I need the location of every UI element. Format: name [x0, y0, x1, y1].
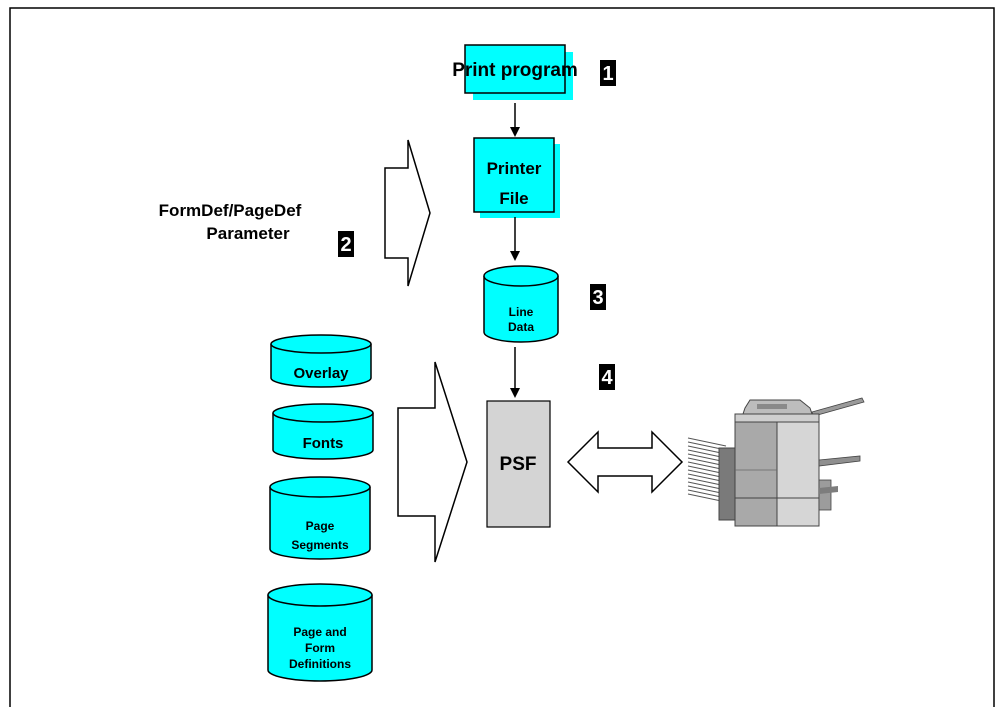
formdef-label-line2: Parameter — [206, 224, 290, 243]
step-1-number: 1 — [602, 63, 613, 85]
line-data-label-line2: Data — [508, 320, 534, 334]
page-form-label-line3: Definitions — [289, 657, 351, 671]
page-segments-cylinder: Page Segments — [269, 476, 371, 560]
step-1-badge: 1 — [600, 60, 616, 86]
page-form-definitions-cylinder: Page and Form Definitions — [267, 583, 373, 682]
psf-box: PSF — [486, 400, 551, 528]
step-4-number: 4 — [601, 367, 613, 389]
resources-outline-arrow — [397, 361, 468, 563]
fonts-label: Fonts — [303, 435, 344, 452]
diagram-frame — [9, 7, 995, 707]
step-3-number: 3 — [592, 287, 603, 309]
print-program-box: Print program — [452, 44, 578, 100]
psf-printer-double-arrow — [566, 430, 684, 494]
line-data-label-line1: Line — [509, 305, 534, 319]
printer-file-box: Printer File — [473, 137, 560, 218]
step-3-badge: 3 — [590, 284, 606, 310]
printer-file-label-line1: Printer — [487, 159, 542, 178]
step-4-badge: 4 — [599, 364, 615, 390]
line-data-cylinder: Line Data — [483, 265, 559, 343]
page-segments-label-line2: Segments — [291, 538, 349, 552]
printer-file-label-line2: File — [499, 189, 528, 208]
overlay-cylinder: Overlay — [270, 334, 372, 388]
psf-label: PSF — [500, 454, 537, 475]
overlay-label: Overlay — [293, 365, 349, 382]
page-segments-label-line1: Page — [306, 519, 335, 533]
parameter-outline-arrow — [384, 139, 431, 287]
formdef-label-line1: FormDef/PageDef — [159, 201, 302, 220]
step-2-number: 2 — [340, 234, 351, 256]
page-form-label-line1: Page and — [293, 625, 346, 639]
step-2-badge: 2 — [338, 231, 354, 257]
print-program-label: Print program — [452, 60, 578, 81]
fonts-cylinder: Fonts — [272, 403, 374, 460]
printer-icon — [687, 397, 865, 527]
page-form-label-line2: Form — [305, 641, 335, 655]
